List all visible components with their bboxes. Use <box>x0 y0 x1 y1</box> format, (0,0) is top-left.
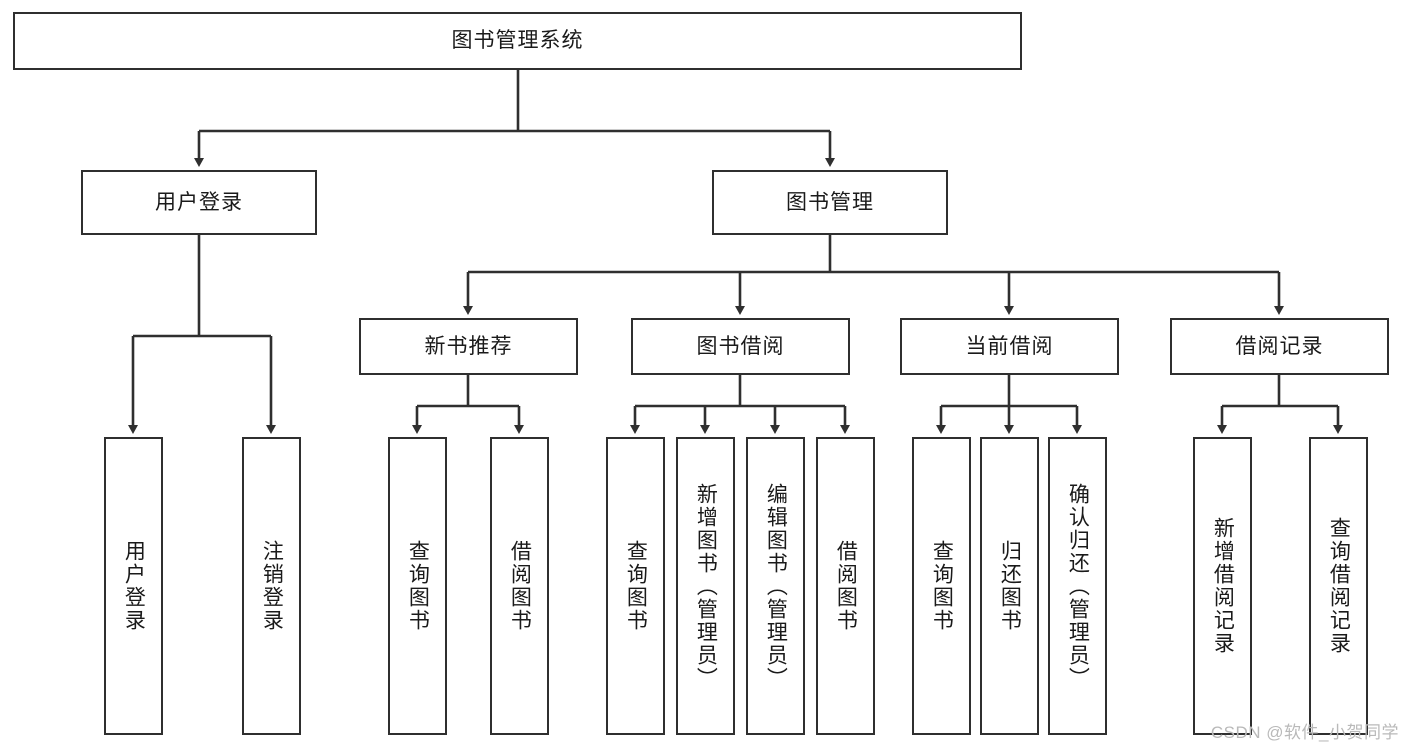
node-root-label: 图书管理系统 <box>451 29 584 53</box>
node-new-book-recommend-label: 新书推荐 <box>424 334 513 358</box>
leaf-confirm-return-label: 确认归还（管理员） <box>1066 482 1090 690</box>
leaf-query-record-label: 查询借阅记录 <box>1327 517 1351 655</box>
node-book-borrow-label: 图书借阅 <box>696 334 785 358</box>
leaf-borrow-book-1[interactable]: 借阅图书 <box>490 437 549 735</box>
node-book-manage[interactable]: 图书管理 <box>712 170 948 235</box>
leaf-query-book-3-label: 查询图书 <box>930 540 954 632</box>
leaf-logout-login-label: 注销登录 <box>260 540 284 632</box>
leaf-logout-login[interactable]: 注销登录 <box>242 437 301 735</box>
leaf-add-book[interactable]: 新增图书（管理员） <box>676 437 735 735</box>
leaf-return-book-label: 归还图书 <box>998 540 1022 632</box>
leaf-user-login[interactable]: 用户登录 <box>104 437 163 735</box>
leaf-confirm-return[interactable]: 确认归还（管理员） <box>1048 437 1107 735</box>
node-book-manage-label: 图书管理 <box>786 190 874 214</box>
node-root[interactable]: 图书管理系统 <box>13 12 1022 70</box>
leaf-user-login-label: 用户登录 <box>122 540 146 632</box>
leaf-add-record-label: 新增借阅记录 <box>1211 517 1235 655</box>
node-current-borrow-label: 当前借阅 <box>965 334 1054 358</box>
leaf-add-book-label: 新增图书（管理员） <box>694 482 718 690</box>
node-user-login-label: 用户登录 <box>155 190 243 214</box>
leaf-edit-book-label: 编辑图书（管理员） <box>764 482 788 690</box>
leaf-query-record[interactable]: 查询借阅记录 <box>1309 437 1368 735</box>
leaf-edit-book[interactable]: 编辑图书（管理员） <box>746 437 805 735</box>
leaf-query-book-2-label: 查询图书 <box>624 540 648 632</box>
node-new-book-recommend[interactable]: 新书推荐 <box>359 318 578 375</box>
node-book-borrow[interactable]: 图书借阅 <box>631 318 850 375</box>
node-current-borrow[interactable]: 当前借阅 <box>900 318 1119 375</box>
leaf-query-book-1[interactable]: 查询图书 <box>388 437 447 735</box>
leaf-borrow-book-2[interactable]: 借阅图书 <box>816 437 875 735</box>
leaf-query-book-3[interactable]: 查询图书 <box>912 437 971 735</box>
leaf-query-book-1-label: 查询图书 <box>406 540 430 632</box>
leaf-borrow-book-1-label: 借阅图书 <box>508 540 532 632</box>
node-borrow-record[interactable]: 借阅记录 <box>1170 318 1389 375</box>
leaf-query-book-2[interactable]: 查询图书 <box>606 437 665 735</box>
leaf-add-record[interactable]: 新增借阅记录 <box>1193 437 1252 735</box>
leaf-borrow-book-2-label: 借阅图书 <box>834 540 858 632</box>
node-user-login[interactable]: 用户登录 <box>81 170 317 235</box>
node-borrow-record-label: 借阅记录 <box>1235 334 1324 358</box>
leaf-return-book[interactable]: 归还图书 <box>980 437 1039 735</box>
